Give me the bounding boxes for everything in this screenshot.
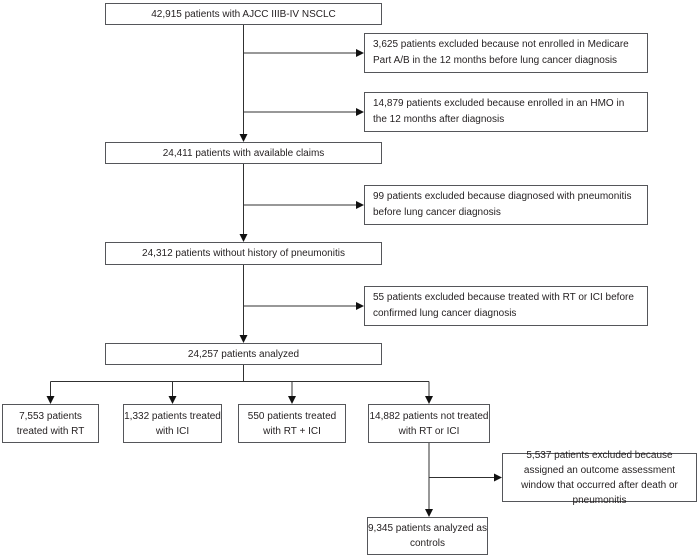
box-excluded-medicare-label: 3,625 patients excluded because not enro…	[373, 39, 629, 66]
box-without-pneumonitis-history-label: 24,312 patients without history of pneum…	[142, 248, 345, 259]
box-excluded-medicare: 3,625 patients excluded because not enro…	[364, 33, 648, 73]
box-total-patients-label: 42,915 patients with AJCC IIIB-IV NSCLC	[151, 8, 336, 20]
box-treated-ici: 1,332 patients treated with ICI	[123, 404, 222, 443]
box-excluded-prior-treatment-label: 55 patients excluded because treated wit…	[373, 292, 634, 319]
box-patients-analyzed: 24,257 patients analyzed	[105, 343, 382, 365]
box-excluded-pneumonitis-label: 99 patients excluded because diagnosed w…	[373, 191, 632, 218]
box-treated-rt-plus-ici-label: 550 patients treated with RT + ICI	[247, 410, 337, 437]
box-excluded-prior-treatment: 55 patients excluded because treated wit…	[364, 286, 648, 326]
box-not-treated: 14,882 patients not treated with RT or I…	[368, 404, 490, 443]
box-not-treated-label: 14,882 patients not treated with RT or I…	[369, 410, 489, 437]
box-excluded-outcome-window: 5,537 patients excluded because assigned…	[502, 450, 697, 506]
box-treated-rt: 7,553 patients treated with RT	[2, 404, 99, 443]
box-treated-rt-plus-ici: 550 patients treated with RT + ICI	[238, 404, 346, 443]
box-available-claims-label: 24,411 patients with available claims	[162, 147, 325, 159]
box-excluded-outcome-window-label: 5,537 patients excluded because assigned…	[521, 449, 678, 506]
box-treated-rt-label: 7,553 patients treated with RT	[16, 410, 85, 437]
box-patients-analyzed-label: 24,257 patients analyzed	[187, 348, 300, 360]
box-controls-analyzed: 9,345 patients analyzed as controls	[367, 517, 488, 555]
box-excluded-hmo-label: 14,879 patients excluded because enrolle…	[373, 98, 625, 125]
box-excluded-hmo: 14,879 patients excluded because enrolle…	[364, 92, 648, 132]
box-without-pneumonitis-history: 24,312 patients without history of pneum…	[105, 242, 382, 265]
box-treated-ici-label: 1,332 patients treated with ICI	[124, 410, 221, 437]
box-available-claims: 24,411 patients with available claims	[105, 142, 382, 164]
box-total-patients: 42,915 patients with AJCC IIIB-IV NSCLC	[105, 3, 382, 25]
box-excluded-pneumonitis: 99 patients excluded because diagnosed w…	[364, 185, 648, 225]
branch-manifold-line	[50, 365, 429, 382]
box-controls-analyzed-label: 9,345 patients analyzed as controls	[368, 523, 487, 549]
